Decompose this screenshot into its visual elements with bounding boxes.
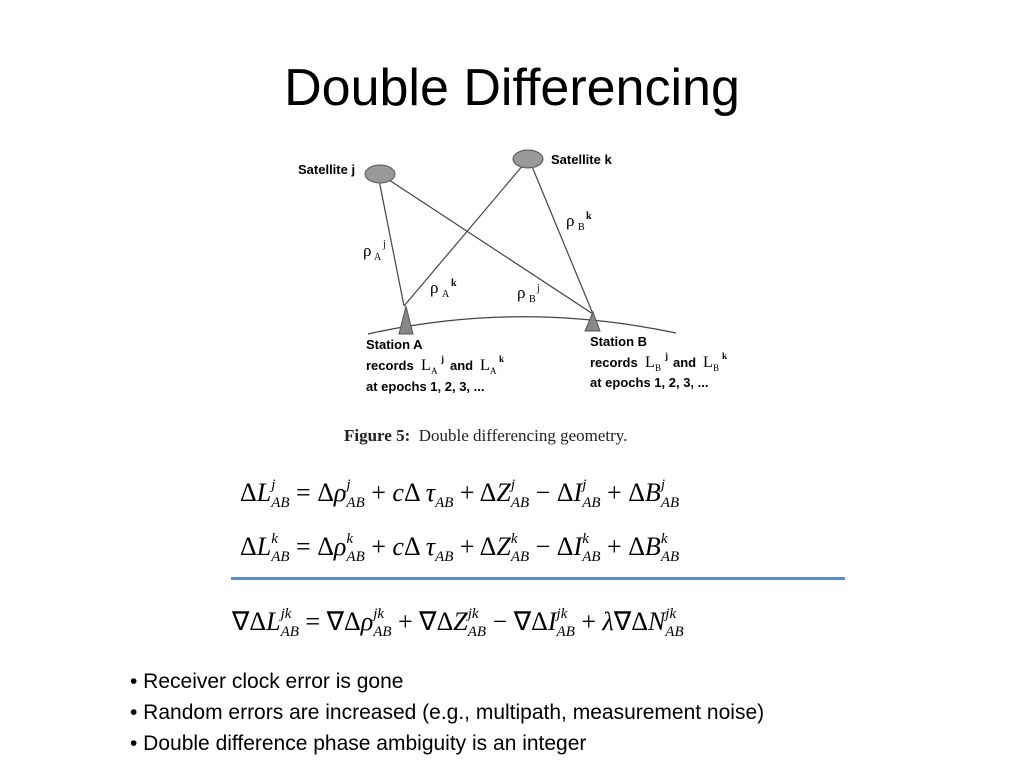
svg-text:B: B <box>578 222 585 233</box>
svg-text:k: k <box>722 351 727 361</box>
satellite-k-icon <box>512 149 544 169</box>
svg-text:records: records <box>366 358 414 373</box>
slide-title: Double Differencing <box>284 59 740 117</box>
svg-text:j: j <box>382 239 386 250</box>
bullet-list: • Receiver clock error is gone • Random … <box>130 666 764 759</box>
svg-text:k: k <box>586 211 592 222</box>
station-a-icon <box>398 305 414 335</box>
svg-text:j: j <box>440 354 444 364</box>
svg-text:L: L <box>703 354 713 371</box>
svg-text:j: j <box>664 351 668 361</box>
svg-text:ρ: ρ <box>517 283 525 302</box>
station-b-icon <box>584 310 601 332</box>
svg-text:A: A <box>490 366 497 376</box>
svg-text:ρ: ρ <box>430 278 438 297</box>
svg-text:and: and <box>673 355 696 370</box>
figure-caption: Figure 5: Double differencing geometry. <box>344 426 744 446</box>
svg-text:j: j <box>536 283 540 294</box>
station-b-records: records L B j and L B k <box>590 351 727 373</box>
svg-text:k: k <box>451 278 457 289</box>
svg-text:A: A <box>431 366 438 376</box>
station-a-records: records L A j and L A k <box>366 354 504 376</box>
bullet-item: • Receiver clock error is gone <box>130 670 404 693</box>
double-differencing-figure: Satellite j Satellite k ρ A j ρ A k ρ B … <box>298 149 727 394</box>
satellite-j-label: Satellite j <box>298 162 355 177</box>
svg-text:B: B <box>713 363 719 373</box>
svg-text:A: A <box>442 289 450 300</box>
line-sat-k-to-station-a <box>403 163 525 307</box>
svg-text:L: L <box>480 357 490 374</box>
svg-text:ρ: ρ <box>566 211 574 230</box>
svg-text:ρ: ρ <box>363 241 371 260</box>
rho-b-j-label: ρ B j <box>517 283 540 305</box>
station-b-label: Station B <box>590 334 647 349</box>
svg-text:A: A <box>374 252 382 263</box>
rho-b-k-label: ρ B k <box>566 211 592 233</box>
figure-caption-text: Double differencing geometry. <box>418 426 628 445</box>
svg-text:L: L <box>645 354 655 371</box>
figure-caption-label: Figure 5: <box>344 426 411 445</box>
bullet-item: • Random errors are increased (e.g., mul… <box>130 701 765 724</box>
bullet-item: • Double difference phase ambiguity is a… <box>130 732 587 755</box>
equation-divider <box>231 577 845 580</box>
svg-text:L: L <box>421 357 431 374</box>
station-a-label: Station A <box>366 337 423 352</box>
station-a-epochs: at epochs 1, 2, 3, ... <box>366 379 485 394</box>
satellite-k-label: Satellite k <box>551 152 612 167</box>
line-sat-j-to-station-b <box>382 175 594 315</box>
svg-text:records: records <box>590 355 638 370</box>
svg-text:k: k <box>499 354 504 364</box>
svg-text:B: B <box>655 363 661 373</box>
ground-arc <box>367 316 677 335</box>
svg-text:and: and <box>450 358 473 373</box>
rho-a-j-label: ρ A j <box>363 239 386 263</box>
line-sat-j-to-station-a <box>377 174 405 307</box>
station-b-epochs: at epochs 1, 2, 3, ... <box>590 375 709 390</box>
svg-text:B: B <box>529 294 536 305</box>
satellite-j-icon <box>364 164 396 184</box>
line-sat-k-to-station-b <box>530 163 594 315</box>
rho-a-k-label: ρ A k <box>430 278 457 300</box>
